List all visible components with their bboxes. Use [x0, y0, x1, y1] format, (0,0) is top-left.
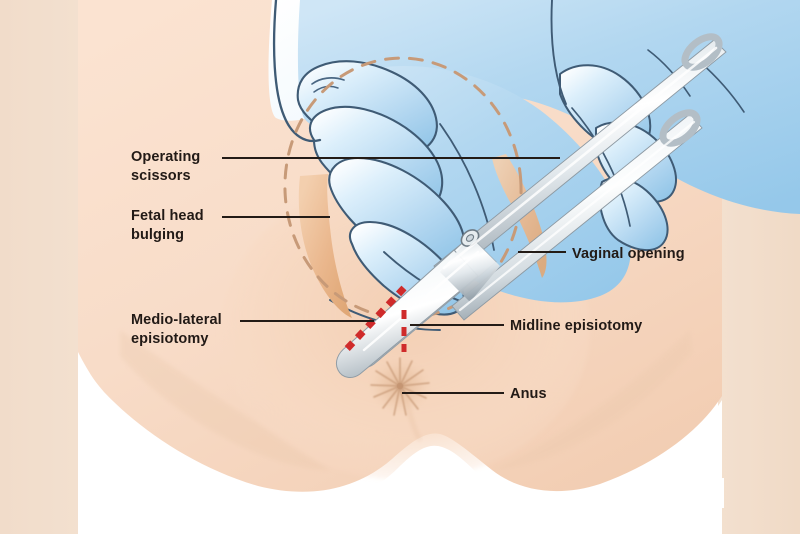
- glove-edge-left: [272, 0, 322, 143]
- leader-lines: [222, 156, 566, 395]
- left-background-band: [0, 0, 80, 534]
- bottom-white-strip: [78, 506, 722, 534]
- glove-body: [297, 0, 800, 214]
- fetal-head-bulging: [298, 174, 352, 318]
- scissors-ring-lower: [659, 109, 701, 147]
- scissors-ring-upper: [681, 33, 723, 71]
- scissors-neck: [440, 236, 500, 302]
- scissors-blade-highlight: [362, 250, 480, 352]
- scissors-highlight-upper: [442, 46, 718, 270]
- bottom-right-notch: [688, 478, 724, 508]
- glove-edge-right: [550, 0, 567, 105]
- glove-crease-c: [571, 107, 631, 227]
- scissors-highlight-lower: [458, 120, 696, 312]
- anus: [366, 356, 434, 416]
- operating-scissors: [335, 33, 727, 378]
- glove-crease-d: [647, 49, 691, 97]
- index-finger-nail-crease: [311, 77, 345, 85]
